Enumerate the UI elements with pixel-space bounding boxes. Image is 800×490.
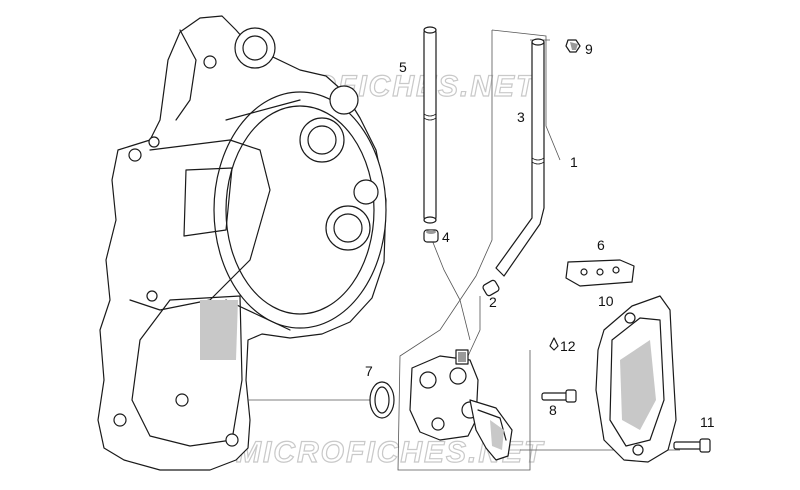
- callout-10: 10: [598, 293, 614, 309]
- callout-9: 9: [585, 41, 593, 57]
- part-8-screw: [541, 389, 577, 403]
- callout-8: 8: [549, 402, 557, 418]
- part-2-fitting: [482, 279, 500, 297]
- engine-case-cover: [97, 15, 387, 471]
- oil-pump-assembly: [409, 349, 513, 461]
- callout-7: 7: [365, 363, 373, 379]
- callout-5: 5: [399, 59, 407, 75]
- callout-4: 4: [442, 229, 450, 245]
- callout-labels: 1 2 3 4 5 6 7 8 9 10 11 12: [365, 41, 715, 430]
- callout-11: 11: [700, 414, 715, 430]
- callout-6: 6: [597, 237, 605, 253]
- part-5-straight-pipe: [423, 26, 437, 224]
- part-4-clamp: [423, 229, 439, 243]
- part-7-o-ring: [369, 381, 395, 419]
- callout-12: 12: [560, 338, 576, 354]
- part-10-cover: [595, 295, 677, 463]
- callout-2: 2: [489, 294, 497, 310]
- callout-3: 3: [517, 109, 525, 125]
- part-3-bent-pipe: [495, 38, 545, 277]
- part-11-bolt: [673, 438, 711, 453]
- part-6-plate: [565, 259, 635, 287]
- callout-1: 1: [570, 154, 578, 170]
- part-12-pin: [549, 337, 559, 351]
- part-9-clip: [565, 39, 581, 53]
